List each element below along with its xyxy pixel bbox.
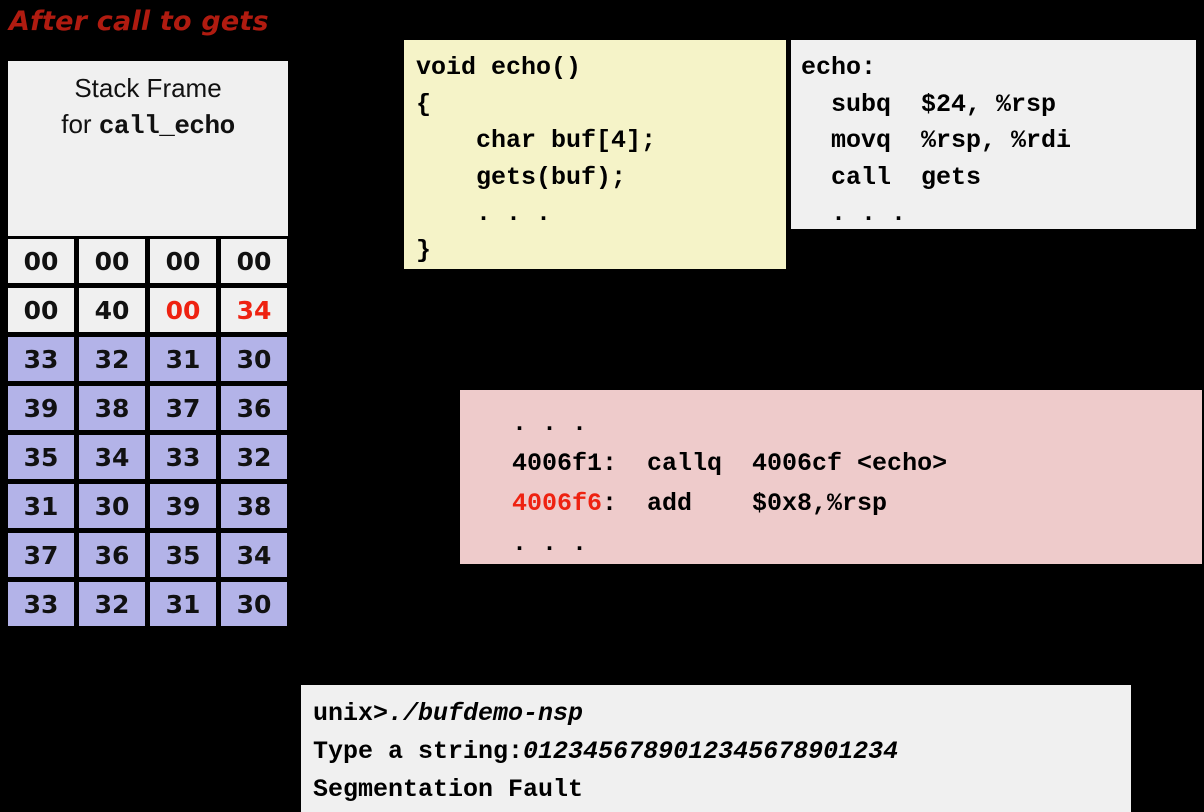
- disasm-dots-top: . . .: [512, 409, 588, 438]
- stack-frame-title-line2: for call_echo: [8, 107, 288, 145]
- stack-byte-cell: 00: [221, 239, 287, 283]
- stack-byte-cell: 35: [150, 533, 216, 577]
- stack-byte-cell: 30: [221, 582, 287, 626]
- terminal-prompt: unix>: [313, 699, 389, 728]
- stack-frame-for-label: for: [61, 108, 99, 139]
- c-source-code-pane: void echo() { char buf[4]; gets(buf); . …: [404, 40, 786, 269]
- stack-byte-cell: 30: [221, 337, 287, 381]
- assembly-code-pane: echo: subq $24, %rsp movq %rsp, %rdi cal…: [791, 40, 1196, 229]
- stack-byte-cell: 39: [150, 484, 216, 528]
- disasm-dots-bottom: . . .: [512, 529, 588, 558]
- stack-byte-cell: 33: [150, 435, 216, 479]
- stack-byte-cell: 00: [150, 239, 216, 283]
- stack-byte-cell: 00: [8, 288, 74, 332]
- stack-byte-cell: 32: [221, 435, 287, 479]
- disassembly-pane: . . . 4006f1: callq 4006cf <echo> 4006f6…: [460, 390, 1202, 564]
- disasm-return-line-rest: : add $0x8,%rsp: [602, 489, 888, 518]
- disasm-return-address: 4006f6: [512, 489, 603, 518]
- disasm-call-line: 4006f1: callq 4006cf <echo>: [512, 449, 948, 478]
- terminal-output-pane: unix>./bufdemo-nsp Type a string:0123456…: [301, 685, 1131, 812]
- stack-byte-cell: 00: [8, 239, 74, 283]
- stack-byte-cell: 31: [150, 582, 216, 626]
- stack-byte-cell: 33: [8, 582, 74, 626]
- page-title: After call to gets: [9, 6, 269, 37]
- stack-byte-cell: 37: [150, 386, 216, 430]
- stack-byte-cell: 35: [8, 435, 74, 479]
- stack-byte-cell: 36: [79, 533, 145, 577]
- stack-byte-cell: 31: [8, 484, 74, 528]
- stack-byte-cell: 38: [79, 386, 145, 430]
- stack-frame-header-box: Stack Frame for call_echo: [8, 61, 288, 236]
- stack-byte-cell: 40: [79, 288, 145, 332]
- terminal-input-label: Type a string:: [313, 737, 524, 766]
- stack-byte-cell: 36: [221, 386, 287, 430]
- terminal-input-value: 0123456789012345678901234: [523, 737, 899, 766]
- stack-byte-cell: 32: [79, 582, 145, 626]
- stack-byte-cell: 37: [8, 533, 74, 577]
- stack-byte-cell: 32: [79, 337, 145, 381]
- stack-byte-cell: 38: [221, 484, 287, 528]
- stack-byte-cell: 30: [79, 484, 145, 528]
- stack-byte-cell: 00: [79, 239, 145, 283]
- terminal-output-message: Segmentation Fault: [313, 775, 584, 804]
- stack-byte-cell: 31: [150, 337, 216, 381]
- stack-frame-function-name: call_echo: [98, 110, 235, 141]
- stack-byte-cell: 34: [79, 435, 145, 479]
- stack-byte-cell: 39: [8, 386, 74, 430]
- stack-byte-cell: 33: [8, 337, 74, 381]
- terminal-command: ./bufdemo-nsp: [388, 699, 584, 728]
- stack-byte-cell: 34: [221, 288, 287, 332]
- stack-byte-cell: 00: [150, 288, 216, 332]
- stack-byte-cell: 34: [221, 533, 287, 577]
- stack-frame-title-line1: Stack Frame: [74, 73, 222, 103]
